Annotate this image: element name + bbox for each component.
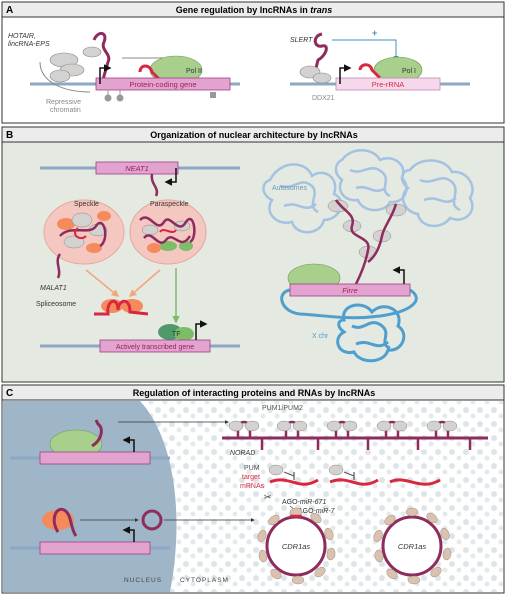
repressive-proteins — [49, 46, 102, 83]
pum-label: PUM — [244, 465, 260, 472]
norad-label: NORAD — [230, 450, 255, 457]
panel-b-header — [1, 126, 505, 143]
mrna-a — [138, 64, 162, 82]
norad-gene-box — [39, 451, 151, 465]
panel-b-title: Organization of nuclear architecture by … — [150, 130, 358, 140]
active-gene-label: Actively transcribed gene — [116, 344, 194, 351]
firre-gene-box — [289, 283, 411, 297]
norad-transcript — [91, 419, 103, 448]
neat1-transcript — [150, 173, 159, 197]
cdr1as-label-1: CDR1as — [282, 542, 311, 551]
speckle-label: Speckle — [74, 201, 99, 208]
panel-c-header — [1, 384, 505, 401]
protein-coding-gene-box — [95, 77, 231, 91]
firre-label: Firre — [342, 286, 357, 295]
repressive-label-2: chromatin — [50, 107, 81, 114]
malat1-label: MALAT1 — [40, 285, 67, 292]
cdr1as-circle-small — [141, 509, 163, 531]
protein-coding-gene-label: Protein-coding gene — [129, 80, 196, 89]
paraspeckle-contents — [139, 216, 196, 253]
speckle-to-spliceosome-arrow — [85, 269, 120, 297]
panel-c: C Regulation of interacting proteins and… — [1, 384, 505, 594]
spliceosome-label: Spliceosome — [36, 301, 76, 308]
slert-label: SLERT — [290, 37, 313, 44]
pol1-label: Pol I — [402, 68, 416, 75]
norad-loops-with-pum — [228, 420, 472, 450]
activation-plus: + — [372, 28, 377, 38]
cdr1as-label-2: CDR1as — [398, 542, 427, 551]
firre-tss-arrow — [392, 266, 405, 284]
lincrna-eps-label: lincRNA-EPS — [8, 41, 50, 48]
target-label: target — [242, 474, 260, 481]
activation-arrow — [332, 39, 399, 61]
hotair-lncrna — [92, 32, 111, 91]
neat1-label: NEAT1 — [125, 164, 149, 173]
pre-rrna-box — [335, 77, 441, 91]
neat1-tss-arrow — [164, 168, 177, 186]
panel-c-letter: C — [6, 388, 13, 399]
panel-a-header — [1, 1, 505, 18]
panel-b: B Organization of nuclear architecture b… — [1, 126, 505, 383]
repressive-label-1: Repressive — [46, 99, 81, 106]
ddx21-proteins — [299, 65, 332, 84]
cdr1as-tss-arrow — [122, 526, 135, 542]
x-chr-label: X chr — [312, 333, 329, 340]
panel-c-title: Regulation of interacting proteins and R… — [133, 388, 376, 398]
firre-tethers — [327, 199, 407, 285]
pre-rrna-label: Pre-rRNA — [372, 80, 405, 89]
active-gene-box — [99, 339, 211, 353]
panel-a-title: Gene regulation by lncRNAs in trans — [176, 5, 333, 15]
neat1-gene-box — [95, 161, 179, 175]
pol2-label: Pol II — [186, 68, 202, 75]
spliceosome-complex — [94, 299, 149, 316]
autosome-chromatin — [262, 149, 474, 234]
scissors-icon: ✂ — [264, 492, 272, 502]
pum1-pum2-label: PUM1/PUM2 — [262, 405, 303, 412]
cdr1as-ring-1 — [257, 507, 336, 585]
active-gene-tss-arrow — [195, 320, 208, 340]
tss-arrow-a — [99, 64, 112, 84]
ago-mir671-label: AGO-miR-671 — [282, 499, 326, 506]
speckle-contents — [57, 211, 111, 253]
cdr1as-precursor — [52, 507, 78, 537]
cdr1as-splicing-protein — [42, 510, 74, 530]
panel-a-letter: A — [6, 5, 13, 16]
slert-lncrna — [312, 32, 328, 77]
ago-mir7-label: AGO-miR-7 — [298, 508, 336, 515]
autosomes-label: Autosomes — [272, 185, 308, 192]
panel-b-letter: B — [6, 130, 13, 141]
nucleus-region — [3, 401, 177, 592]
tss-arrow-a2 — [339, 64, 352, 84]
speckle-body — [43, 199, 125, 265]
pre-rrna-strand — [358, 63, 382, 80]
pum-target-mrnas — [268, 464, 441, 486]
norad-tss-arrow — [122, 436, 135, 452]
panel-a-frame — [1, 1, 505, 124]
nucleus-label: NUCLEUS — [124, 577, 162, 584]
mrnas-label: mRNAs — [240, 483, 265, 490]
panel-a: A Gene regulation by lncRNAs in trans HO… — [1, 1, 505, 124]
paraspeckle-label: Paraspeckle — [150, 201, 189, 208]
paraspeckle-to-spliceosome-arrow — [128, 269, 161, 297]
cdr1as-ring-2 — [373, 507, 452, 585]
tf-label: TF — [172, 331, 181, 338]
cytoplasm-label: CYTOPLASM — [180, 577, 229, 584]
chromatin-marks — [104, 90, 216, 102]
ddx21-label: DDX21 — [312, 95, 335, 102]
repressive-bracket — [39, 61, 91, 93]
cdr1as-gene-box — [39, 541, 151, 555]
hotair-label: HOTAIR, — [8, 33, 36, 40]
malat1-strand — [56, 253, 62, 279]
tf-complex — [158, 324, 194, 341]
x-chr-territory — [336, 303, 406, 363]
